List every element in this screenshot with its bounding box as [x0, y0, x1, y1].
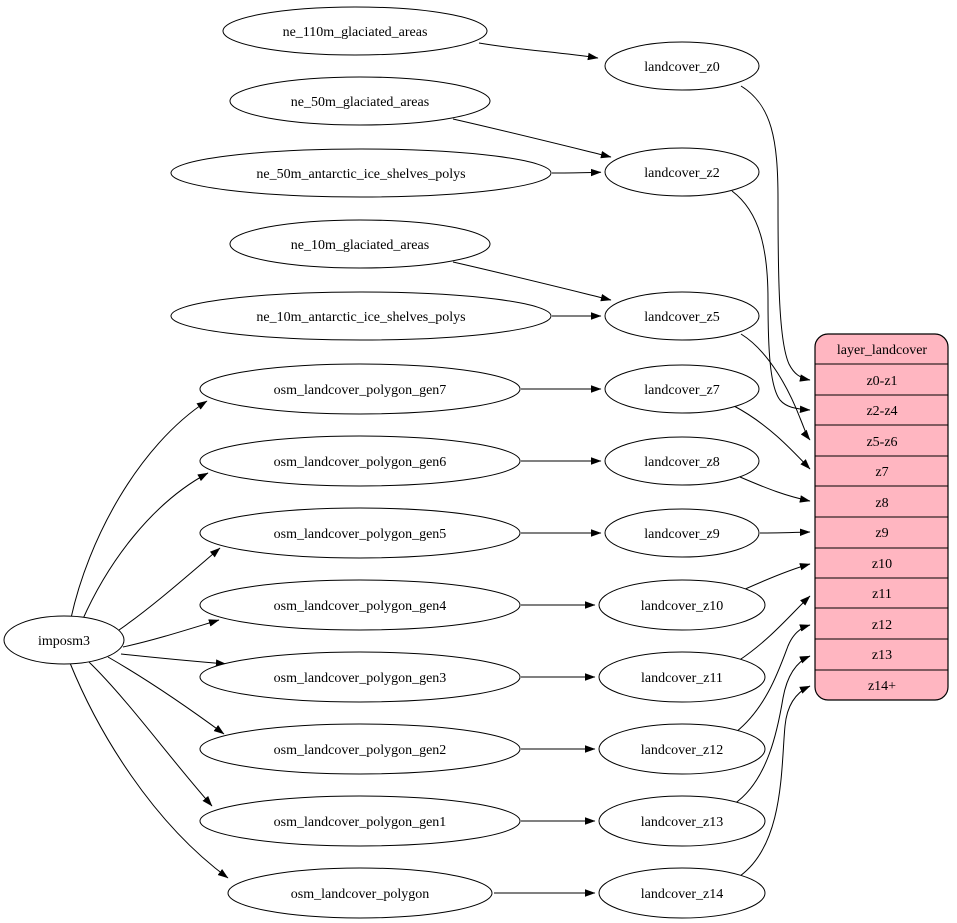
record-row-z10: z10 — [872, 557, 892, 572]
node-label: ne_50m_antarctic_ice_shelves_polys — [256, 167, 465, 182]
node-label: landcover_z11 — [641, 671, 723, 686]
node-label: landcover_z14 — [641, 887, 723, 902]
node-ne_110m_glaciated_areas: ne_110m_glaciated_areas — [222, 6, 488, 56]
node-landcover_z7: landcover_z7 — [604, 364, 760, 414]
node-label: ne_10m_glaciated_areas — [291, 238, 429, 253]
node-landcover_z14: landcover_z14 — [598, 867, 766, 919]
node-label: landcover_z13 — [641, 815, 723, 830]
node-label: landcover_z7 — [644, 383, 719, 398]
edge-imposm3-osm_landcover_polygon_gen5 — [118, 547, 221, 631]
node-label: ne_50m_glaciated_areas — [291, 95, 429, 110]
edge-imposm3-osm_landcover_polygon_gen3 — [120, 653, 227, 667]
edge-ne_50m_glaciated_areas-landcover_z2 — [452, 118, 612, 159]
node-label: landcover_z8 — [644, 455, 719, 470]
node-label: osm_landcover_polygon — [291, 887, 429, 902]
node-osm_landcover_polygon_gen4: osm_landcover_polygon_gen4 — [199, 579, 521, 631]
node-osm_landcover_polygon_gen3: osm_landcover_polygon_gen3 — [199, 651, 521, 703]
node-osm_landcover_polygon_gen7: osm_landcover_polygon_gen7 — [199, 363, 521, 415]
node-landcover_z12: landcover_z12 — [598, 723, 766, 775]
edge-imposm3-osm_landcover_polygon_gen6 — [81, 472, 209, 622]
edge-ne_110m_glaciated_areas-landcover_z0 — [478, 42, 599, 61]
edge-landcover_z7-row-z7 — [733, 405, 811, 470]
node-label: ne_10m_antarctic_ice_shelves_polys — [256, 310, 465, 325]
node-landcover_z2: landcover_z2 — [604, 147, 760, 197]
edge-landcover_z8-row-z8 — [739, 476, 811, 503]
record-row-z0-z1: z0-z1 — [866, 374, 897, 389]
node-landcover_z0: landcover_z0 — [604, 41, 760, 91]
record-row-z8: z8 — [875, 496, 888, 511]
record-title: layer_landcover — [837, 343, 928, 358]
record-layer_landcover: layer_landcover z0-z1 z2-z4 z5-z6 z7 z8 … — [814, 333, 949, 701]
edge-landcover_z13-row-z13 — [733, 655, 811, 805]
record-row-z11: z11 — [872, 587, 892, 602]
edge-imposm3-osm_landcover_polygon_gen2 — [107, 656, 225, 735]
node-label: landcover_z5 — [644, 310, 719, 325]
edge-imposm3-osm_landcover_polygon_gen7 — [70, 400, 208, 619]
edge-imposm3-osm_landcover_polygon_gen4 — [122, 619, 220, 648]
node-landcover_z13: landcover_z13 — [598, 795, 766, 847]
edge-landcover_z5-row-z5-z6 — [740, 333, 811, 441]
record-row-z7: z7 — [875, 465, 888, 480]
node-label: osm_landcover_polygon_gen7 — [274, 383, 447, 398]
record-row-z2-z4: z2-z4 — [866, 404, 897, 419]
node-landcover_z10: landcover_z10 — [598, 579, 766, 631]
node-label: ne_110m_glaciated_areas — [283, 25, 428, 40]
node-landcover_z8: landcover_z8 — [604, 436, 760, 486]
node-label: osm_landcover_polygon_gen4 — [274, 599, 447, 614]
node-label: osm_landcover_polygon_gen1 — [274, 815, 447, 830]
node-label: osm_landcover_polygon_gen3 — [274, 671, 447, 686]
edge-imposm3-osm_landcover_polygon — [69, 662, 229, 879]
node-osm_landcover_polygon_gen1: osm_landcover_polygon_gen1 — [199, 795, 521, 847]
node-label: landcover_z0 — [644, 60, 719, 75]
record-row-z13: z13 — [872, 648, 892, 663]
node-landcover_z5: landcover_z5 — [604, 291, 760, 341]
edge-landcover_z12-row-z12 — [735, 624, 811, 733]
edge-landcover_z9-row-z9 — [759, 528, 811, 537]
node-osm_landcover_polygon_gen2: osm_landcover_polygon_gen2 — [199, 723, 521, 775]
edge-ne_50m_antarctic_ice_shelves_polys-landcover_z2 — [551, 168, 602, 177]
node-label: osm_landcover_polygon_gen6 — [274, 455, 447, 470]
node-osm_landcover_polygon_gen5: osm_landcover_polygon_gen5 — [199, 507, 521, 559]
node-label: landcover_z2 — [644, 166, 719, 181]
node-label: osm_landcover_polygon_gen2 — [274, 743, 447, 758]
node-label: landcover_z9 — [644, 527, 719, 542]
record-row-z14plus: z14+ — [868, 679, 896, 694]
node-ne_50m_antarctic_ice_shelves_polys: ne_50m_antarctic_ice_shelves_polys — [170, 148, 552, 198]
edge-landcover_z0-row-z0-z1 — [740, 85, 811, 382]
node-ne_50m_glaciated_areas: ne_50m_glaciated_areas — [229, 76, 491, 126]
record-row-z9: z9 — [875, 526, 888, 541]
edge-landcover_z11-row-z11 — [737, 595, 811, 662]
node-label: osm_landcover_polygon_gen5 — [274, 527, 447, 542]
node-imposm3: imposm3 — [3, 615, 125, 665]
node-label: landcover_z10 — [641, 599, 723, 614]
node-osm_landcover_polygon: osm_landcover_polygon — [227, 867, 493, 919]
node-landcover_z9: landcover_z9 — [604, 508, 760, 558]
node-label: landcover_z12 — [641, 743, 723, 758]
node-ne_10m_antarctic_ice_shelves_polys: ne_10m_antarctic_ice_shelves_polys — [170, 291, 552, 341]
node-ne_10m_glaciated_areas: ne_10m_glaciated_areas — [229, 219, 491, 269]
edge-group — [69, 42, 811, 897]
edge-landcover_z14-row-z14 — [739, 685, 811, 877]
edge-imposm3-osm_landcover_polygon_gen1 — [88, 661, 213, 807]
edge-landcover_z10-row-z10 — [742, 563, 811, 591]
record-row-z5-z6: z5-z6 — [866, 435, 897, 450]
record-row-z12: z12 — [872, 618, 892, 633]
edge-landcover_z2-row-z2-z4 — [731, 190, 811, 414]
node-landcover_z11: landcover_z11 — [598, 651, 766, 703]
node-osm_landcover_polygon_gen6: osm_landcover_polygon_gen6 — [199, 435, 521, 487]
node-label: imposm3 — [38, 634, 90, 649]
edge-ne_10m_glaciated_areas-landcover_z5 — [452, 261, 612, 302]
